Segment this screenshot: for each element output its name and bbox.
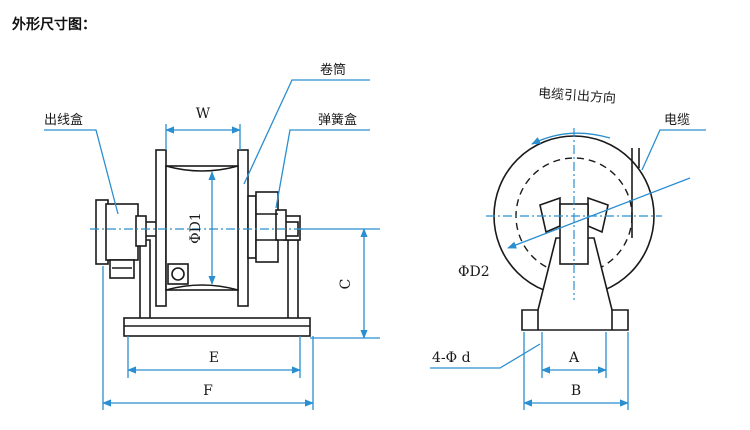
spring-box-hub [275,209,287,241]
outlet-box-gland [109,259,135,279]
dim-e-label: E [209,350,219,366]
cable-leader [641,129,706,171]
cable-label: 电缆 [664,112,690,128]
dim-d2-line [507,177,691,249]
outlet-box-label: 出线盒 [44,112,83,128]
dim-d1-label: ΦD1 [188,212,204,244]
dim-f-label: F [203,383,213,399]
outlet-box-leader [44,129,119,215]
page-heading: 外形尺寸图： [12,17,96,33]
front-view: ΦD2 电缆引出方向 电缆 A B 4-Φ d [430,85,706,410]
outlet-box [105,203,139,261]
dim-d2-label: ΦD2 [458,264,490,280]
dim-b-label: B [571,383,581,399]
holes-label: 4-Φ d [432,350,471,366]
drum-leader [243,79,370,185]
front-pedestal [521,237,629,331]
direction-label: 电缆引出方向 [538,85,617,106]
right-bracket [287,239,299,318]
spring-box-label: 弹簧盒 [318,112,357,128]
left-bracket [139,239,151,318]
cable-direction-arrow [531,132,611,145]
side-view: W ΦD1 C E F 出线盒 卷筒 弹簧盒 [44,62,380,410]
dim-c-label: C [338,279,354,290]
drum-right-flange [237,149,249,307]
outlet-box-coupler [135,215,147,247]
dim-a-label: A [568,350,580,366]
drum-left-flange [155,149,167,307]
holes-leader [430,343,541,369]
spring-box-flange [247,195,257,259]
spring-box-leader [275,129,370,209]
spring-box [255,191,279,263]
drum-label: 卷筒 [320,62,346,78]
base-plate [123,317,311,337]
drum-access-window [167,263,189,285]
dim-w-label: W [196,106,211,122]
